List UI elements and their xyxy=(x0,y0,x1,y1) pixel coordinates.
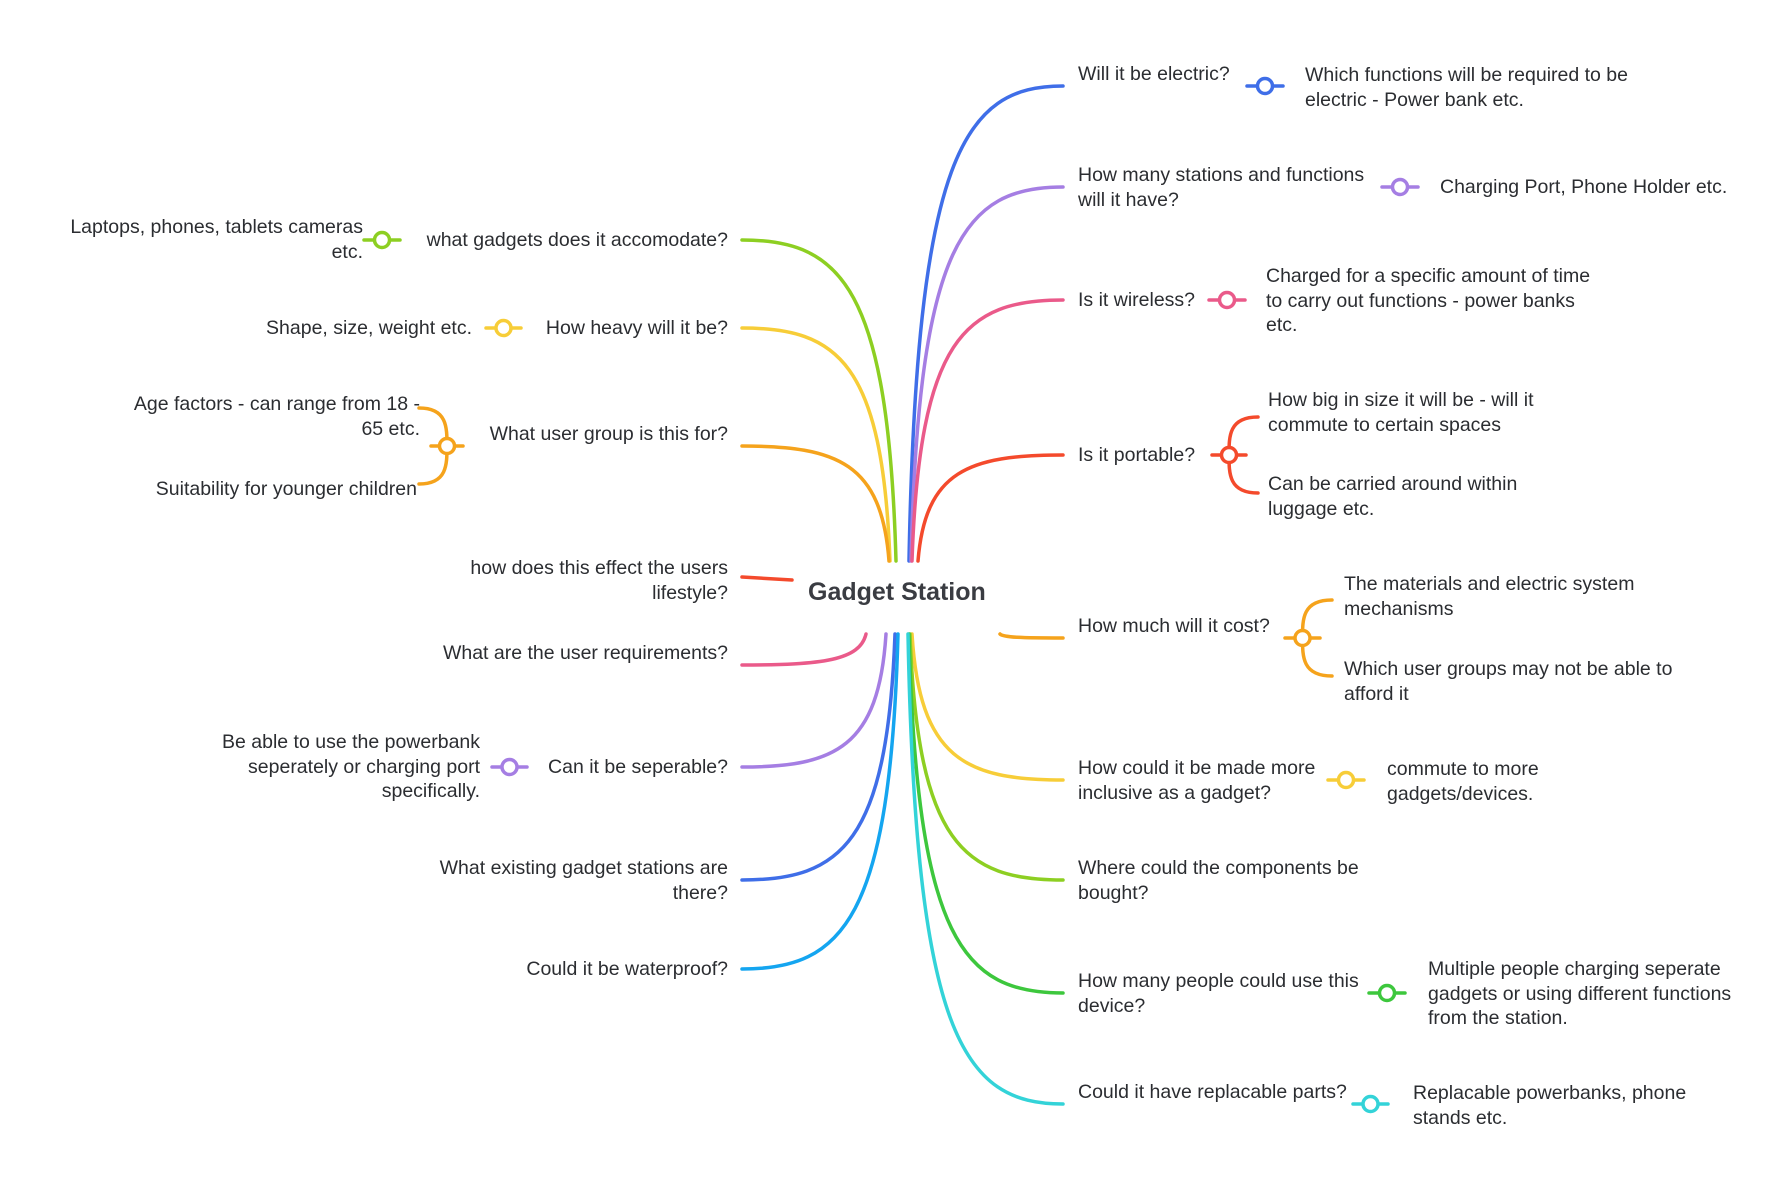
branch-cost-child-0[interactable]: The materials and electric system mechan… xyxy=(1344,573,1635,620)
branch-wireless-label[interactable]: Is it wireless? xyxy=(1078,289,1196,311)
branch-wireless-edge xyxy=(910,298,1065,563)
branch-stations-child-0[interactable]: Charging Port, Phone Holder etc. xyxy=(1440,176,1728,198)
branch-requirements-edge xyxy=(740,632,868,667)
branch-cost-toggle[interactable] xyxy=(1293,628,1312,648)
branch-existing-label[interactable]: What existing gadget stations are there? xyxy=(439,857,728,904)
branch-replacable-label[interactable]: Could it have replacable parts? xyxy=(1078,1081,1347,1103)
branch-lifestyle-edge xyxy=(740,575,794,582)
branch-components-edge xyxy=(908,632,1065,882)
branch-inclusive-toggle[interactable] xyxy=(1336,770,1356,790)
branch-usergroup-child-1[interactable]: Suitability for younger children xyxy=(155,478,417,500)
branch-electric-toggle[interactable] xyxy=(1255,76,1275,96)
branch-replacable-child-0[interactable]: Replacable powerbanks, phone stands etc. xyxy=(1413,1082,1687,1129)
branch-usergroup-toggle[interactable] xyxy=(437,436,457,456)
branch-gadgets-child-0[interactable]: Laptops, phones, tablets cameras etc. xyxy=(70,216,363,263)
branch-electric-child-0[interactable]: Which functions will be required to be e… xyxy=(1305,64,1628,111)
branch-waterproof-label[interactable]: Could it be waterproof? xyxy=(526,958,728,980)
branch-stations-label[interactable]: How many stations and functions will it … xyxy=(1078,164,1365,211)
branch-wireless-child-0[interactable]: Charged for a specific amount of time to… xyxy=(1266,265,1591,336)
branch-seperable-toggle[interactable] xyxy=(500,757,519,777)
branch-portable-edge xyxy=(916,453,1065,563)
branch-portable-toggle[interactable] xyxy=(1219,445,1239,465)
branch-inclusive-child-0[interactable]: commute to more gadgets/devices. xyxy=(1387,758,1539,805)
branch-electric-label[interactable]: Will it be electric? xyxy=(1078,63,1230,85)
branch-gadgets-toggle[interactable] xyxy=(372,230,392,250)
branch-heavy-edge xyxy=(740,326,892,563)
branch-replacable-toggle[interactable] xyxy=(1361,1094,1380,1114)
branch-seperable-child-0[interactable]: Be able to use the powerbank seperately … xyxy=(222,731,481,802)
branch-existing-edge xyxy=(740,632,897,882)
branch-people-child-0[interactable]: Multiple people charging seperate gadget… xyxy=(1428,958,1732,1029)
branch-usergroup-edge xyxy=(740,444,891,563)
branch-lifestyle-label[interactable]: how does this effect the users lifestyle… xyxy=(470,557,728,604)
branch-heavy-child-0[interactable]: Shape, size, weight etc. xyxy=(266,317,472,339)
branch-electric-edge xyxy=(907,84,1065,563)
branch-stations-toggle[interactable] xyxy=(1390,177,1410,197)
branch-heavy-toggle[interactable] xyxy=(494,318,513,338)
branch-inclusive-edge xyxy=(910,632,1065,782)
branch-cost-edge xyxy=(998,632,1065,640)
branch-gadgets-edge xyxy=(740,238,898,563)
branch-stations-edge xyxy=(909,185,1065,563)
branch-portable-child-0[interactable]: How big in size it will be - will it com… xyxy=(1268,389,1534,436)
branch-usergroup-label[interactable]: What user group is this for? xyxy=(489,423,728,445)
branch-heavy-label[interactable]: How heavy will it be? xyxy=(545,317,728,339)
branch-people-label[interactable]: How many people could use this device? xyxy=(1078,970,1359,1017)
branch-requirements-label[interactable]: What are the user requirements? xyxy=(442,642,728,664)
branch-cost-child-1[interactable]: Which user groups may not be able to aff… xyxy=(1344,658,1673,705)
branch-replacable-edge xyxy=(906,632,1065,1106)
branch-waterproof-edge xyxy=(740,632,900,971)
branch-gadgets-label[interactable]: what gadgets does it accomodate? xyxy=(426,229,728,251)
branch-cost-label[interactable]: How much will it cost? xyxy=(1078,615,1270,637)
branch-components-label[interactable]: Where could the components be bought? xyxy=(1078,857,1359,904)
branch-seperable-label[interactable]: Can it be seperable? xyxy=(548,756,728,778)
branch-usergroup-child-0[interactable]: Age factors - can range from 18 - 65 etc… xyxy=(133,393,420,440)
branch-people-edge xyxy=(907,632,1065,995)
root-topic[interactable]: Gadget Station xyxy=(808,578,986,606)
branch-portable-label[interactable]: Is it portable? xyxy=(1078,444,1196,466)
branch-seperable-edge xyxy=(740,632,888,769)
branch-portable-child-1[interactable]: Can be carried around within luggage etc… xyxy=(1268,473,1518,520)
branch-people-toggle[interactable] xyxy=(1377,983,1397,1003)
branch-inclusive-label[interactable]: How could it be made more inclusive as a… xyxy=(1078,757,1316,804)
branch-wireless-toggle[interactable] xyxy=(1217,290,1237,310)
